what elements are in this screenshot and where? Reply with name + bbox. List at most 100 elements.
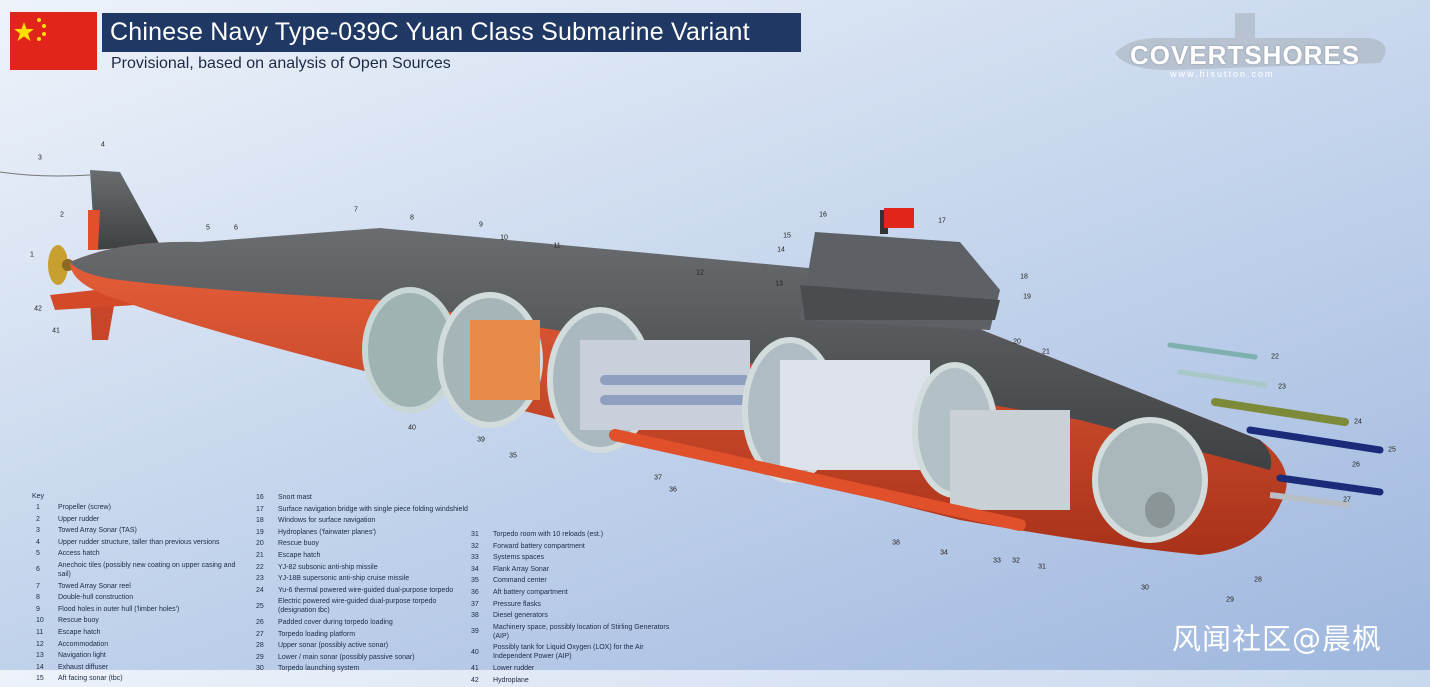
key-number: 28	[256, 642, 264, 650]
callout-9: 9	[479, 221, 483, 229]
callout-11: 11	[553, 242, 561, 250]
callout-16: 16	[819, 211, 827, 219]
weapons	[1167, 342, 1384, 508]
key-number: 40	[471, 648, 479, 656]
callout-21: 21	[1042, 348, 1050, 356]
key-item: 34 Flank Array Sonar	[465, 565, 683, 574]
callout-25: 25	[1388, 446, 1396, 454]
key-number: 17	[256, 505, 264, 513]
key-number: 25	[256, 602, 264, 610]
key-number: 31	[471, 531, 479, 538]
key-number: 38	[471, 612, 479, 620]
key-text: Upper sonar (possibly active sonar)	[278, 642, 389, 650]
key-number: 5	[36, 550, 40, 558]
key-text: Aft facing sonar (tbc)	[58, 675, 123, 683]
loading-torpedo	[1276, 474, 1384, 496]
key-number: 4	[36, 538, 40, 546]
key-number: 20	[256, 540, 264, 548]
key-text: Upper rudder structure, taller than prev…	[58, 538, 220, 546]
key-text: Propeller (screw)	[58, 504, 111, 511]
key-number: 42	[471, 676, 479, 684]
key-number: 39	[471, 628, 479, 636]
key-item: 42 Hydroplane	[465, 676, 683, 685]
key-number: 30	[256, 665, 264, 673]
callout-24: 24	[1354, 418, 1362, 426]
key-number: 35	[471, 577, 479, 585]
key-number: 13	[36, 652, 44, 660]
key-text: Snort mast	[278, 494, 312, 501]
key-item: 37 Pressure flasks	[465, 600, 683, 609]
key-text: Pressure flasks	[493, 600, 541, 608]
key-text: Flood holes in outer hull ('limber holes…	[58, 605, 180, 613]
key-text: Lower / main sonar (possibly passive son…	[278, 653, 415, 661]
key-text: Rescue buoy	[58, 617, 99, 625]
callout-10: 10	[500, 234, 508, 242]
key-text: YJ-82 subsonic anti-ship missile	[278, 563, 378, 571]
key-text: Double-hull construction	[58, 594, 134, 602]
key-text: Anechoic tiles (possibly new coating on …	[58, 561, 236, 578]
callout-3: 3	[38, 154, 42, 162]
key-text: Hydroplane	[493, 676, 529, 684]
key-number: 34	[471, 565, 479, 573]
key-text: Forward battery compartment	[493, 542, 585, 550]
key-item: 4 Upper rudder structure, taller than pre…	[30, 538, 248, 547]
key-text: Torpedo launching system	[278, 665, 360, 673]
key-number: 7	[36, 582, 40, 590]
key-text: Flank Array Sonar	[493, 565, 550, 573]
key-number: 11	[36, 628, 44, 636]
callout-20: 20	[1013, 338, 1021, 346]
callout-1: 1	[30, 251, 34, 259]
callout-5: 5	[206, 224, 210, 232]
callout-30: 30	[1141, 584, 1149, 592]
callout-40: 40	[408, 424, 416, 432]
yj18b-missile	[1177, 369, 1268, 388]
key-item: 40 Possibly tank for Liquid Oxygen (LOX) …	[465, 643, 683, 661]
key-text: Accommodation	[58, 640, 109, 648]
electric-torpedo	[1246, 426, 1384, 454]
callout-2: 2	[60, 211, 64, 219]
key-text: YJ-18B supersonic anti-ship cruise missi…	[278, 575, 410, 583]
key-number: 15	[36, 675, 44, 683]
key-text: Access hatch	[58, 550, 100, 558]
cutaway-sections	[362, 287, 1208, 543]
key-text: Possibly tank for Liquid Oxygen (LOX) fo…	[493, 644, 644, 661]
callout-23: 23	[1278, 383, 1286, 391]
key-item: 30 Torpedo launching system	[250, 664, 468, 673]
key-number: 37	[471, 600, 479, 608]
callout-17: 17	[938, 217, 946, 225]
yj82-missile	[1167, 342, 1258, 360]
logo-text: COVERTSHORES	[1130, 40, 1361, 70]
callout-33: 33	[993, 557, 1001, 565]
key-item: 28 Upper sonar (possibly active sonar)	[250, 641, 468, 650]
key-item: 5 Access hatch	[30, 549, 248, 558]
key-text: Diesel generators	[493, 612, 548, 620]
callout-28: 28	[1254, 576, 1262, 584]
key-item: 15 Aft facing sonar (tbc)	[30, 674, 248, 683]
key-number: 10	[36, 617, 44, 625]
key-number: 6	[36, 566, 40, 574]
callout-27: 27	[1343, 496, 1351, 504]
callout-31: 31	[1038, 563, 1046, 571]
key-text: Torpedo loading platform	[278, 630, 356, 638]
towed-array-cable	[0, 171, 91, 177]
callout-18: 18	[1020, 273, 1028, 281]
callout-7: 7	[354, 206, 358, 214]
key-number: 33	[471, 554, 479, 562]
